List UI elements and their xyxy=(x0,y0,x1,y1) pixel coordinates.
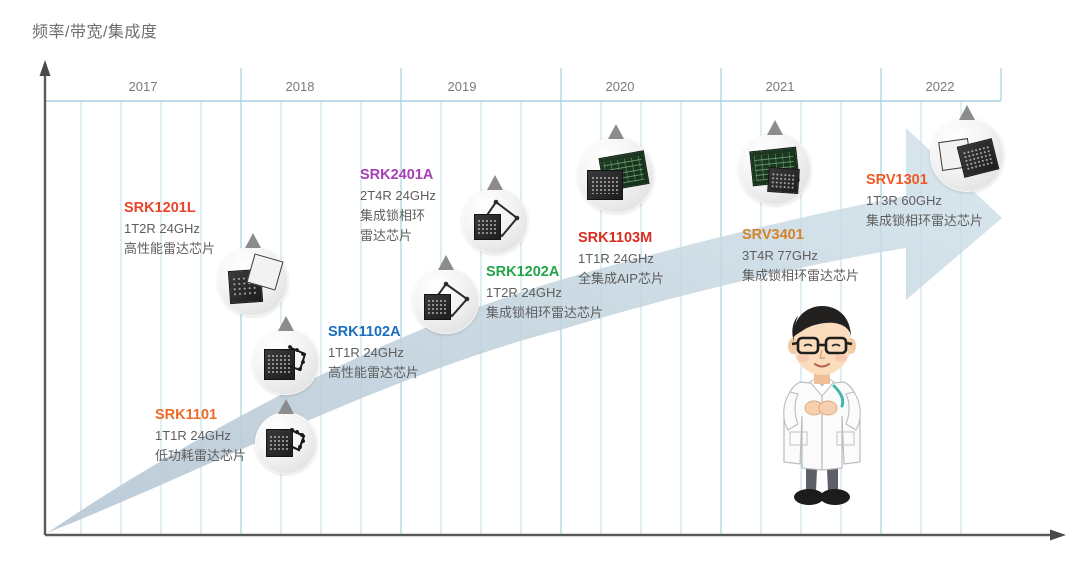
product-desc-srk1201l: 高性能雷达芯片 xyxy=(124,241,216,256)
product-desc-srk1202a: 集成锁相环雷达芯片 xyxy=(486,305,604,320)
product-bubble-srk1202a[interactable] xyxy=(413,255,479,334)
product-spec-srk1201l: 1T2R 24GHz xyxy=(124,221,200,236)
product-name-srk2401a: SRK2401A xyxy=(360,167,434,183)
year-label-2020: 2020 xyxy=(605,79,635,94)
product-callout-srv1301: SRV1301 1T3R 60GHz 集成锁相环雷达芯片 xyxy=(866,170,983,231)
product-callout-srk1202a: SRK1202A 1T2R 24GHz 集成锁相环雷达芯片 xyxy=(486,262,603,323)
product-desc-srk1102a: 高性能雷达芯片 xyxy=(328,365,420,380)
product-bubble-srk1102a[interactable] xyxy=(253,316,319,395)
chip-pcb-icon xyxy=(739,133,811,205)
product-name-srv1301: SRV1301 xyxy=(866,172,928,188)
product-desc-srk1101: 低功耗雷达芯片 xyxy=(155,448,247,463)
product-spec-srv1301: 1T3R 60GHz xyxy=(866,193,942,208)
product-desc-srk1103m: 全集成AIP芯片 xyxy=(578,271,664,286)
chip-pcb-icon xyxy=(578,137,654,213)
chip-pair-icon xyxy=(218,246,288,316)
chip-diamond-icon xyxy=(413,268,479,334)
product-callout-srk1201l: SRK1201L 1T2R 24GHz 高性能雷达芯片 xyxy=(124,198,215,259)
chart-title: 频率/带宽/集成度 xyxy=(32,24,158,41)
year-label-2017: 2017 xyxy=(128,79,158,94)
year-label-2022: 2022 xyxy=(925,79,955,94)
product-callout-srk1101: SRK1101 1T1R 24GHz 低功耗雷达芯片 xyxy=(155,405,246,466)
product-spec-srk2401a: 2T4R 24GHz xyxy=(360,188,436,203)
year-label-2021: 2021 xyxy=(765,79,795,94)
product-name-srk1101: SRK1101 xyxy=(155,407,218,423)
product-callout-srk2401a: SRK2401A 2T4R 24GHz 集成锁相环 雷达芯片 xyxy=(360,165,436,246)
product-name-srv3401: SRV3401 xyxy=(742,227,804,243)
product-spec-srv3401: 3T4R 77GHz xyxy=(742,248,818,263)
product-name-srk1202a: SRK1202A xyxy=(486,264,560,280)
product-spec-srk1202a: 1T2R 24GHz xyxy=(486,285,562,300)
product-desc1-srk2401a: 集成锁相环 xyxy=(360,208,426,223)
product-bubble-srk2401a[interactable] xyxy=(462,175,528,254)
product-name-srk1201l: SRK1201L xyxy=(124,200,196,216)
doctor-mascot-figure xyxy=(783,306,861,505)
product-spec-srk1103m: 1T1R 24GHz xyxy=(578,251,654,266)
product-bubble-srv1301[interactable] xyxy=(930,105,1004,192)
product-name-srk1102a: SRK1102A xyxy=(328,324,401,340)
chip-antenna-icon xyxy=(255,412,317,474)
product-bubble-srk1101[interactable] xyxy=(255,399,317,474)
product-bubble-srk1103m[interactable] xyxy=(578,124,654,213)
year-label-2019: 2019 xyxy=(447,79,477,94)
product-spec-srk1102a: 1T1R 24GHz xyxy=(328,345,404,360)
product-name-srk1103m: SRK1103M xyxy=(578,230,653,246)
chip-diamond-icon xyxy=(462,188,528,254)
product-callout-srk1103m: SRK1103M 1T1R 24GHz 全集成AIP芯片 xyxy=(578,228,664,289)
product-desc-srv1301: 集成锁相环雷达芯片 xyxy=(866,213,984,228)
product-desc2-srk2401a: 雷达芯片 xyxy=(360,228,413,243)
year-label-2018: 2018 xyxy=(285,79,315,94)
product-callout-srk1102a: SRK1102A 1T1R 24GHz 高性能雷达芯片 xyxy=(328,322,419,383)
product-callout-srv3401: SRV3401 3T4R 77GHz 集成锁相环雷达芯片 xyxy=(742,225,859,286)
product-spec-srk1101: 1T1R 24GHz xyxy=(155,428,231,443)
product-desc-srv3401: 集成锁相环雷达芯片 xyxy=(742,268,860,283)
product-bubble-srv3401[interactable] xyxy=(739,120,811,205)
chip-antenna-icon xyxy=(253,329,319,395)
product-bubble-srk1201l[interactable] xyxy=(218,233,288,316)
